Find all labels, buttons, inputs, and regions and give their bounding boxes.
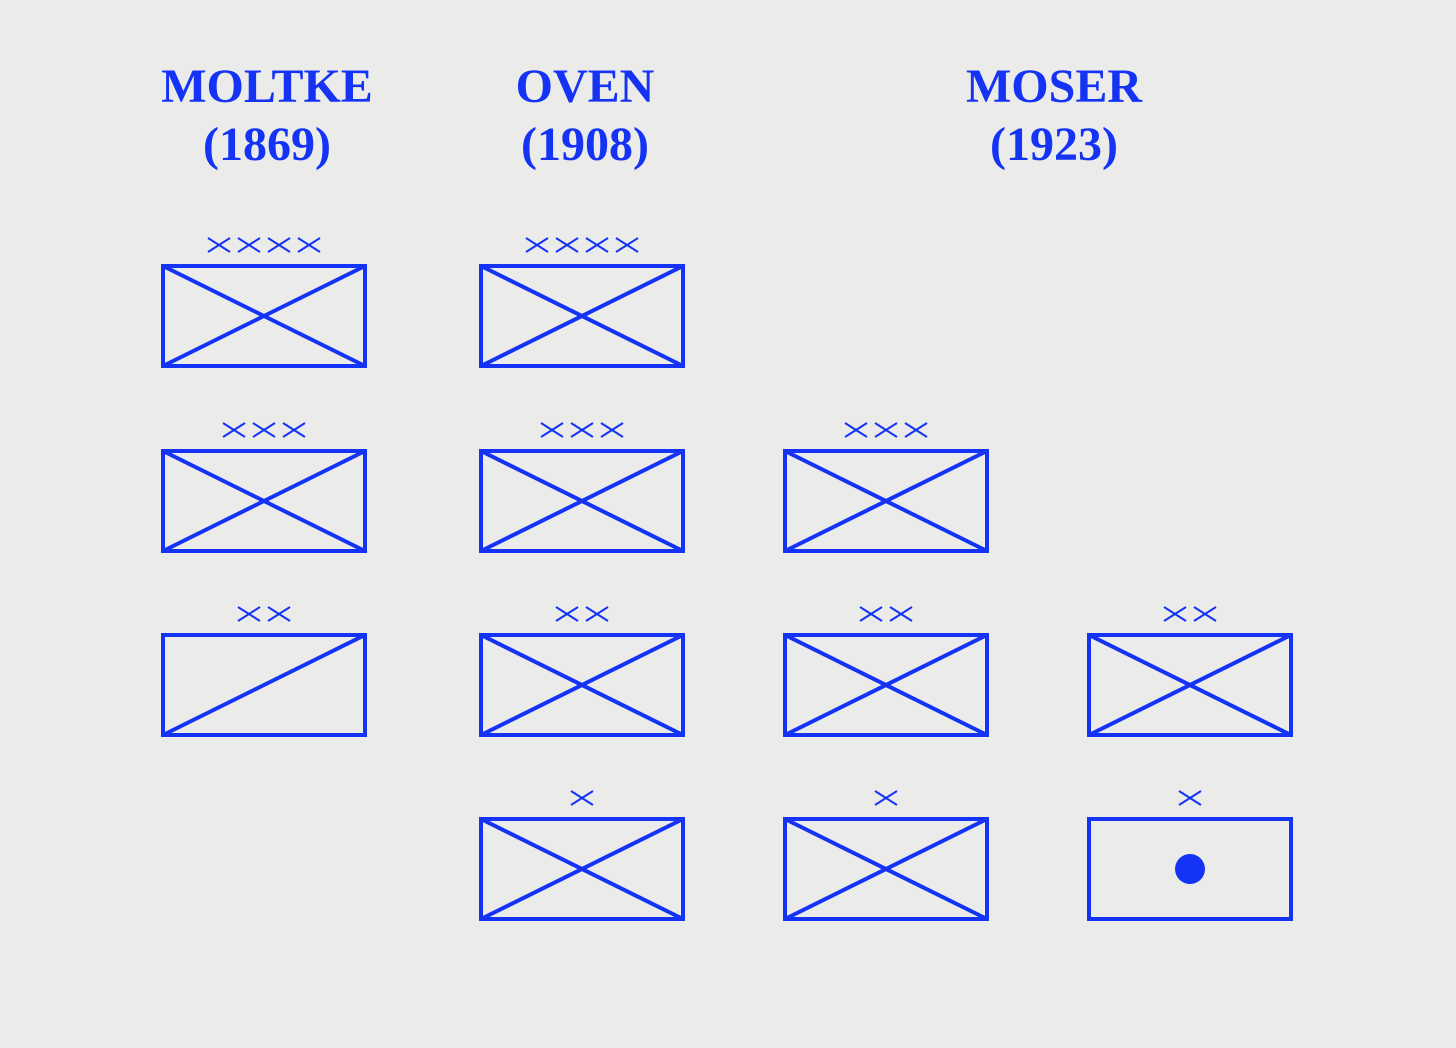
echelon-mark-icon <box>222 422 246 438</box>
echelon-mark-icon <box>1163 606 1187 622</box>
cross-diagonal <box>784 633 988 737</box>
unit-symbol-moser-echelon-1 <box>1087 790 1293 921</box>
unit-symbol-moser-echelon-2 <box>1087 606 1293 737</box>
cross-diagonal <box>162 264 366 368</box>
unit-frame <box>161 264 367 368</box>
echelon-mark-icon <box>889 606 913 622</box>
unit-symbol-moltke-echelon-2 <box>161 606 367 737</box>
echelon-mark-icon <box>585 237 609 253</box>
echelon-mark-icon <box>555 606 579 622</box>
column-year: (1908) <box>521 118 649 171</box>
echelon-mark-icon <box>237 237 261 253</box>
unit-symbol-oven-echelon-1 <box>479 790 685 921</box>
cross-diagonal <box>162 449 366 553</box>
unit-frame <box>783 449 989 553</box>
unit-symbol-oven-echelon-3 <box>479 422 685 553</box>
echelon-mark-icon <box>1178 790 1202 806</box>
unit-frame <box>783 633 989 737</box>
echelon-mark-icon <box>874 422 898 438</box>
cross-diagonal <box>784 449 988 553</box>
dot-icon <box>1175 854 1205 884</box>
unit-symbol-moser-echelon-1 <box>783 790 989 921</box>
column-name: MOLTKE <box>161 60 373 113</box>
echelon-mark-icon <box>267 237 291 253</box>
cross-diagonal <box>480 817 684 921</box>
unit-frame <box>783 817 989 921</box>
echelon-mark-icon <box>282 422 306 438</box>
echelon-mark-icon <box>844 422 868 438</box>
column-year: (1923) <box>990 118 1118 171</box>
echelon-mark-icon <box>570 790 594 806</box>
echelon-mark-icon <box>525 237 549 253</box>
unit-symbol-moltke-echelon-3 <box>161 422 367 553</box>
unit-symbol-oven-echelon-4 <box>479 237 685 368</box>
unit-symbol-moser-echelon-2 <box>783 606 989 737</box>
unit-symbol-moser-echelon-3 <box>783 422 989 553</box>
echelon-mark-icon <box>1193 606 1217 622</box>
column-header-moltke: MOLTKE (1869) <box>117 58 417 174</box>
echelon-mark-icon <box>555 237 579 253</box>
cross-diagonal <box>480 264 684 368</box>
unit-frame <box>1087 633 1293 737</box>
echelon-mark-icon <box>540 422 564 438</box>
unit-frame <box>161 633 367 737</box>
echelon-mark-icon <box>207 237 231 253</box>
column-header-oven: OVEN (1908) <box>435 58 735 174</box>
echelon-mark-icon <box>252 422 276 438</box>
unit-frame <box>479 633 685 737</box>
column-name: OVEN <box>515 60 655 113</box>
echelon-mark-icon <box>570 422 594 438</box>
unit-frame <box>1087 817 1293 921</box>
unit-frame <box>161 449 367 553</box>
echelon-mark-icon <box>859 606 883 622</box>
echelon-mark-icon <box>585 606 609 622</box>
echelon-mark-icon <box>600 422 624 438</box>
cross-diagonal <box>480 633 684 737</box>
echelon-mark-icon <box>297 237 321 253</box>
column-name: MOSER <box>965 60 1142 113</box>
unit-frame <box>479 817 685 921</box>
unit-symbol-oven-echelon-2 <box>479 606 685 737</box>
cross-diagonal <box>784 817 988 921</box>
column-header-moser: MOSER (1923) <box>904 58 1204 174</box>
unit-frame <box>479 264 685 368</box>
echelon-mark-icon <box>267 606 291 622</box>
single-diagonal <box>162 633 366 737</box>
cross-diagonal <box>1088 633 1292 737</box>
echelon-mark-icon <box>904 422 928 438</box>
unit-symbol-moltke-echelon-4 <box>161 237 367 368</box>
column-year: (1869) <box>203 118 331 171</box>
echelon-mark-icon <box>237 606 261 622</box>
cross-diagonal <box>480 449 684 553</box>
unit-frame <box>479 449 685 553</box>
echelon-mark-icon <box>615 237 639 253</box>
echelon-mark-icon <box>874 790 898 806</box>
